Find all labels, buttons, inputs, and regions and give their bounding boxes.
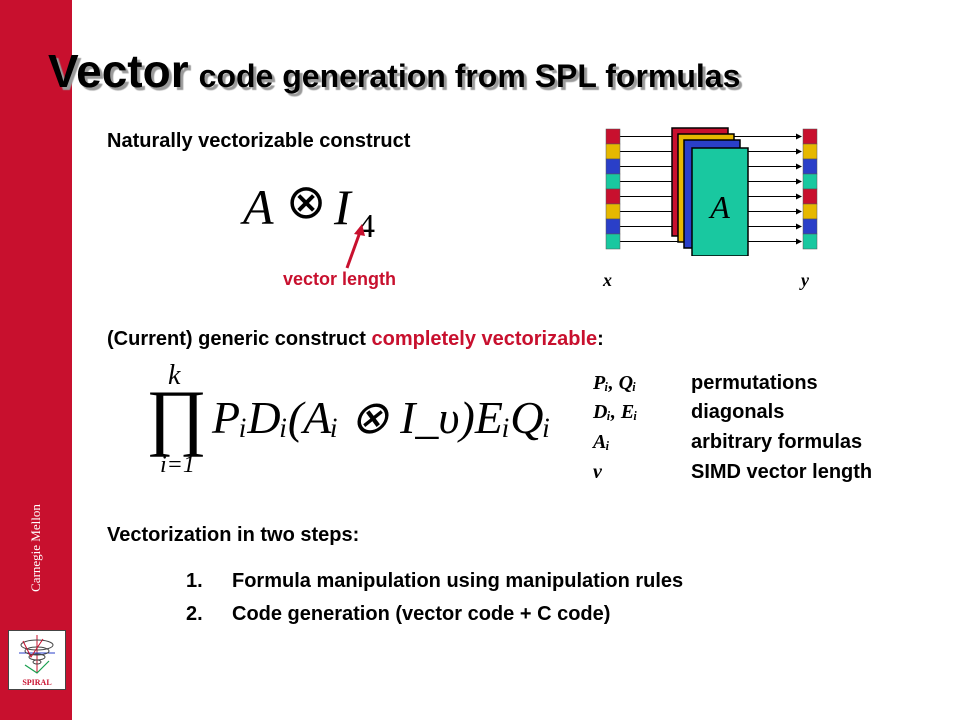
step-text: Code generation (vector code + C code) [232, 603, 611, 625]
vector-length-arrow [345, 224, 365, 269]
input-vector-cell [605, 188, 621, 205]
step-number: 1. [186, 570, 203, 592]
legend-desc: diagonals [691, 401, 785, 423]
diagram-block [691, 147, 749, 256]
output-vector-cell [802, 173, 818, 190]
title-emphasis: Vector [48, 45, 189, 97]
diagram-y-label: y [801, 270, 809, 290]
heading-suffix: : [597, 328, 604, 350]
product-lower: i=1 [160, 452, 195, 478]
output-vector-cell [802, 203, 818, 220]
logo-label: SPIRAL [22, 678, 52, 687]
vectorization-diagram: A [605, 127, 818, 256]
step-number: 2. [186, 603, 203, 625]
step-item: 1. Formula manipulation using manipulatio… [186, 570, 683, 593]
section-heading-generic: (Current) generic construct completely v… [107, 328, 604, 351]
product-upper: k [168, 360, 181, 391]
output-vector-cell [802, 128, 818, 145]
kronecker-operator: ⊗ [286, 176, 327, 229]
formula-identity: I [334, 179, 351, 235]
section-heading-steps: Vectorization in two steps: [107, 524, 360, 546]
legend-symbol: Pᵢ, Qᵢ [593, 372, 637, 394]
diagram-block-label: A [708, 189, 730, 225]
heading-prefix: (Current) generic construct [107, 328, 372, 350]
section-heading-naturally: Naturally vectorizable construct [107, 130, 411, 152]
output-vector-cell [802, 188, 818, 205]
diagram-x-label: x [603, 270, 612, 290]
output-vector-cell [802, 158, 818, 175]
legend-desc: arbitrary formulas [691, 431, 863, 453]
spiral-logo-icon [19, 635, 55, 674]
output-vector-cell [802, 218, 818, 235]
input-vector-cell [605, 128, 621, 145]
legend-symbol: Aᵢ [593, 431, 610, 453]
step-item: 2. Code generation (vector code + C code) [186, 603, 610, 626]
product-body: PᵢDᵢ(Aᵢ ⊗ I_υ)EᵢQᵢ [212, 392, 551, 443]
output-vector-cell [802, 233, 818, 250]
title-rest: code generation from SPL formulas [198, 58, 741, 94]
sidebar [0, 0, 72, 720]
formula-subscript: 4 [358, 208, 375, 245]
vector-length-label: vector length [283, 269, 397, 289]
input-vector-cell [605, 203, 621, 220]
sidebar-label: Carnegie Mellon [28, 504, 43, 592]
input-vector-cell [605, 143, 621, 160]
product-symbol: ∏ [146, 376, 207, 458]
output-vector-cell [802, 143, 818, 160]
legend-desc: SIMD vector length [691, 461, 873, 483]
legend-symbol: Dᵢ, Eᵢ [593, 401, 638, 423]
input-vector-cell [605, 158, 621, 175]
heading-highlight: completely vectorizable [371, 328, 598, 350]
spiral-logo: SPIRAL [8, 630, 66, 690]
input-vector-cell [605, 233, 621, 250]
step-text: Formula manipulation using manipulation … [232, 570, 684, 592]
legend-desc: permutations [691, 372, 818, 394]
input-vector-cell [605, 173, 621, 190]
input-vector-cell [605, 218, 621, 235]
formula-a: A [243, 179, 274, 235]
legend-symbol: ν [593, 461, 602, 483]
